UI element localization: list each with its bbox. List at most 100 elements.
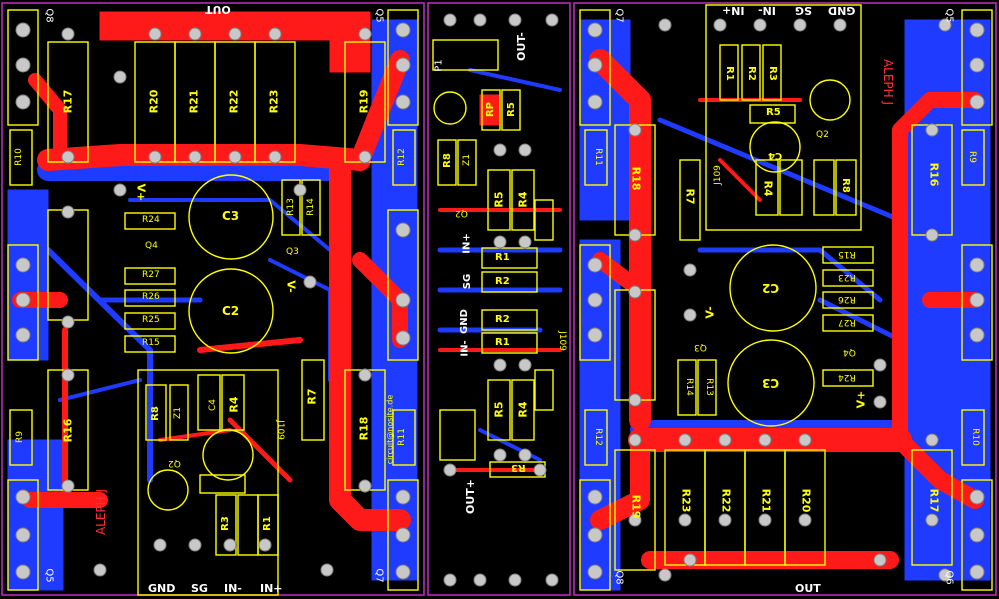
pad	[969, 292, 985, 308]
pad	[533, 463, 547, 477]
pad	[303, 275, 317, 289]
pad	[493, 235, 507, 249]
pad	[925, 433, 939, 447]
pad	[518, 448, 532, 462]
pad	[587, 327, 603, 343]
pad	[713, 18, 727, 32]
pad	[93, 563, 107, 577]
pad	[61, 150, 75, 164]
pad	[358, 150, 372, 164]
pad	[358, 479, 372, 493]
pad	[938, 568, 952, 582]
pad	[320, 563, 334, 577]
pad	[587, 292, 603, 308]
pad	[61, 315, 75, 329]
pad	[758, 513, 772, 527]
pad	[793, 18, 807, 32]
pad	[545, 573, 559, 587]
pad	[628, 285, 642, 299]
pad	[925, 513, 939, 527]
pad	[587, 94, 603, 110]
pad	[15, 527, 31, 543]
pad	[508, 13, 522, 27]
pad	[969, 94, 985, 110]
pad	[268, 27, 282, 41]
pad	[15, 94, 31, 110]
pad	[395, 330, 411, 346]
pad	[153, 538, 167, 552]
pad	[473, 573, 487, 587]
pad	[61, 479, 75, 493]
pad	[678, 433, 692, 447]
pad	[718, 433, 732, 447]
pad	[628, 228, 642, 242]
pad	[545, 13, 559, 27]
pad	[925, 228, 939, 242]
pad	[873, 553, 887, 567]
pad	[678, 513, 692, 527]
pad	[113, 70, 127, 84]
pad	[969, 564, 985, 580]
pad	[833, 18, 847, 32]
pad	[969, 527, 985, 543]
pad	[258, 538, 272, 552]
pad	[587, 22, 603, 38]
pad	[758, 433, 772, 447]
pad	[15, 57, 31, 73]
pad	[395, 94, 411, 110]
pad	[395, 22, 411, 38]
pad	[798, 433, 812, 447]
pad	[753, 18, 767, 32]
pad	[113, 183, 127, 197]
pad	[293, 183, 307, 197]
pad	[15, 257, 31, 273]
pad	[683, 263, 697, 277]
pad	[358, 27, 372, 41]
pad	[658, 568, 672, 582]
pad	[268, 150, 282, 164]
pad	[61, 205, 75, 219]
pad	[61, 27, 75, 41]
pad	[518, 235, 532, 249]
pad	[395, 564, 411, 580]
pad	[15, 22, 31, 38]
pad	[518, 143, 532, 157]
pad	[493, 143, 507, 157]
pad	[188, 27, 202, 41]
pad	[587, 489, 603, 505]
pad	[873, 358, 887, 372]
pad	[493, 448, 507, 462]
pad	[628, 513, 642, 527]
pad	[395, 292, 411, 308]
top-copper	[12, 11, 984, 569]
pad	[148, 150, 162, 164]
pad	[969, 327, 985, 343]
pad	[148, 27, 162, 41]
pad	[969, 22, 985, 38]
pad	[493, 358, 507, 372]
pad	[15, 564, 31, 580]
pad	[587, 257, 603, 273]
pad	[628, 123, 642, 137]
board-outline-right	[573, 2, 997, 596]
pad	[683, 308, 697, 322]
pad	[228, 27, 242, 41]
pad	[358, 368, 372, 382]
pad	[718, 513, 732, 527]
pad	[518, 358, 532, 372]
pad	[228, 150, 242, 164]
pad	[15, 292, 31, 308]
pad	[658, 18, 672, 32]
pad	[223, 538, 237, 552]
silkscreen-outlines	[7, 4, 993, 596]
pad	[683, 553, 697, 567]
pad	[508, 573, 522, 587]
pad	[473, 13, 487, 27]
pad	[395, 489, 411, 505]
pad	[969, 257, 985, 273]
pad	[443, 13, 457, 27]
board-outline-middle	[427, 2, 571, 596]
pad	[587, 564, 603, 580]
pad	[873, 395, 887, 409]
